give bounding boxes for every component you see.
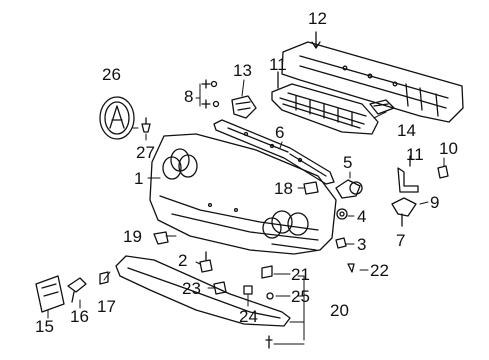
callout-24: 24 xyxy=(239,307,258,326)
screw-set-8 xyxy=(201,79,220,109)
callout-labels: 1 2 3 4 5 6 7 8 9 10 11 11 12 13 14 15 1… xyxy=(35,9,458,336)
callout-23: 23 xyxy=(182,279,201,298)
bumper-reinforcement xyxy=(281,31,464,123)
clip-24 xyxy=(243,285,253,295)
callout-7: 7 xyxy=(396,231,405,250)
lower-spoiler xyxy=(115,255,291,327)
callout-11b: 11 xyxy=(406,145,424,164)
callout-1: 1 xyxy=(134,169,143,188)
callout-14: 14 xyxy=(397,121,416,140)
callout-2: 2 xyxy=(178,251,187,270)
small-bracket-14 xyxy=(369,99,395,115)
side-bracket-11 xyxy=(397,155,419,193)
upper-retainer-strip xyxy=(213,119,335,185)
side-bracket-9 xyxy=(391,197,417,217)
clip-27 xyxy=(141,117,151,133)
callout-22: 22 xyxy=(370,261,389,280)
callout-19: 19 xyxy=(123,227,142,246)
callout-11a: 11 xyxy=(269,55,287,74)
callout-17: 17 xyxy=(97,297,116,316)
grommet-5 xyxy=(335,179,363,199)
callout-18: 18 xyxy=(274,179,293,198)
emblem xyxy=(99,96,135,140)
clip-19 xyxy=(153,231,169,245)
clip-23 xyxy=(213,281,227,295)
callout-9: 9 xyxy=(430,193,439,212)
fastener-2 xyxy=(199,251,213,273)
callout-4: 4 xyxy=(357,207,366,226)
callout-26: 26 xyxy=(102,65,121,84)
clip-10 xyxy=(437,165,449,179)
callout-6: 6 xyxy=(275,123,284,142)
callout-10: 10 xyxy=(439,139,458,158)
clip-16 xyxy=(67,277,87,303)
clip-3 xyxy=(335,237,347,249)
callout-27: 27 xyxy=(136,143,155,162)
callout-25: 25 xyxy=(291,287,310,306)
spoiler-screw xyxy=(265,335,273,349)
callout-3: 3 xyxy=(357,235,366,254)
license-bracket xyxy=(35,275,65,313)
leader-lines xyxy=(47,79,445,345)
callout-12: 12 xyxy=(308,9,327,28)
bumper-cover xyxy=(149,133,337,255)
callout-16: 16 xyxy=(70,307,89,326)
clip-17 xyxy=(99,271,109,285)
callout-20: 20 xyxy=(330,301,349,320)
clip-21 xyxy=(261,265,273,279)
callout-13: 13 xyxy=(233,61,252,80)
clip-18 xyxy=(303,181,319,195)
callout-5: 5 xyxy=(343,153,352,172)
callout-15: 15 xyxy=(35,317,54,336)
clip-22 xyxy=(347,263,355,273)
upper-grille xyxy=(271,71,379,135)
fastener-25 xyxy=(266,292,274,300)
bracket-13 xyxy=(231,95,257,119)
callout-21: 21 xyxy=(291,265,310,284)
callout-8: 8 xyxy=(184,87,193,106)
nut-4 xyxy=(336,208,348,220)
